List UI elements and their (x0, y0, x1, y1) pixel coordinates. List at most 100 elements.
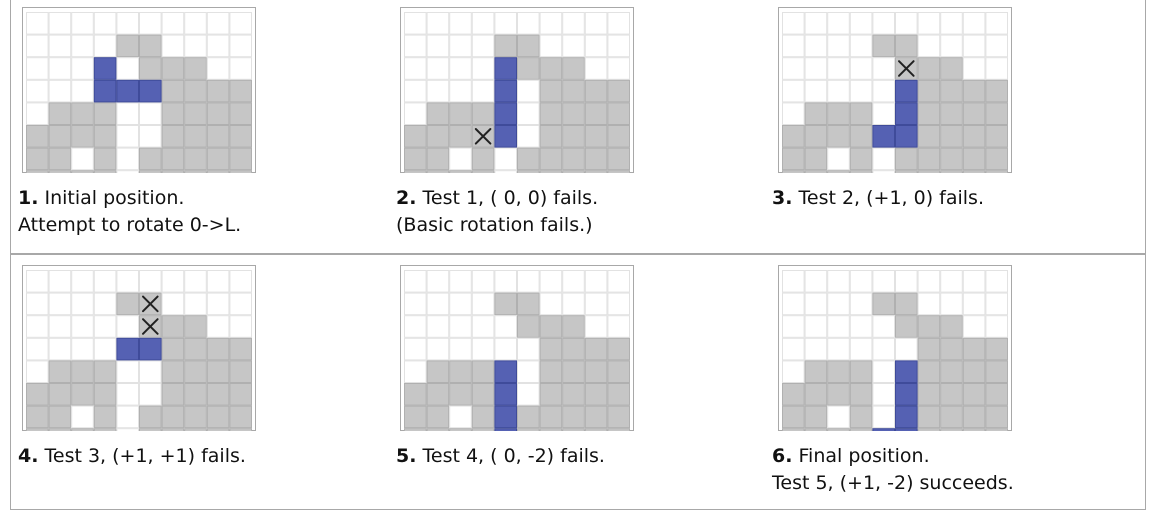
empty-cell (494, 170, 518, 173)
empty-cell (872, 79, 896, 103)
empty-cell (139, 270, 162, 293)
empty-cell (782, 12, 805, 35)
empty-cell (471, 34, 495, 58)
filled-cell (161, 360, 185, 384)
filled-cell (48, 360, 72, 384)
empty-cell (849, 337, 873, 361)
filled-cell (184, 337, 207, 361)
caption-2: 2. Test 1, ( 0, 0) fails. (Basic rotatio… (396, 185, 598, 239)
empty-cell (206, 57, 230, 80)
filled-cell (229, 102, 252, 126)
empty-cell (539, 34, 563, 58)
filled-cell (426, 125, 450, 148)
filled-cell (404, 170, 427, 173)
empty-cell (517, 270, 540, 293)
filled-cell (494, 34, 518, 58)
empty-cell (426, 79, 450, 103)
empty-cell (872, 315, 896, 338)
filled-cell (584, 79, 608, 103)
empty-cell (404, 79, 427, 103)
filled-cell (206, 428, 230, 431)
empty-cell (26, 102, 49, 126)
filled-cell (229, 147, 252, 171)
filled-cell (607, 383, 630, 406)
caption-number: 3. (772, 187, 793, 209)
empty-cell (93, 315, 117, 338)
caption-text: Test 3, (+1, +1) fails. (44, 445, 246, 467)
filled-cell (449, 125, 472, 148)
filled-cell (48, 125, 72, 148)
caption-4: 4. Test 3, (+1, +1) fails. (18, 443, 246, 470)
filled-cell (426, 102, 450, 126)
filled-cell (229, 79, 252, 103)
empty-cell (71, 337, 94, 361)
filled-cell (184, 125, 207, 148)
filled-cell (229, 125, 252, 148)
empty-cell (116, 125, 140, 148)
filled-cell (206, 383, 230, 406)
filled-cell (229, 405, 252, 429)
empty-cell (584, 270, 608, 293)
filled-cell (962, 147, 986, 171)
empty-cell (184, 34, 207, 58)
piece-cell (139, 79, 162, 103)
filled-cell (849, 170, 873, 173)
empty-cell (184, 292, 207, 316)
empty-cell (494, 270, 518, 293)
filled-cell (449, 170, 472, 173)
empty-cell (184, 270, 207, 293)
empty-cell (93, 12, 117, 35)
piece-cell (895, 405, 918, 429)
filled-cell (161, 405, 185, 429)
empty-cell (782, 102, 805, 126)
filled-cell (93, 147, 117, 171)
filled-cell (26, 428, 49, 431)
empty-cell (494, 337, 518, 361)
filled-cell (161, 428, 185, 431)
caption-line2: Test 5, (+1, -2) succeeds. (772, 472, 1014, 494)
empty-cell (139, 383, 162, 406)
empty-cell (985, 34, 1008, 58)
empty-cell (494, 315, 518, 338)
filled-cell (206, 337, 230, 361)
filled-cell (962, 170, 986, 173)
empty-cell (607, 270, 630, 293)
filled-cell (139, 170, 162, 173)
filled-cell (562, 125, 585, 148)
empty-cell (71, 34, 94, 58)
filled-cell (872, 34, 896, 58)
filled-cell (48, 405, 72, 429)
empty-cell (404, 12, 427, 35)
empty-cell (71, 12, 94, 35)
empty-cell (26, 79, 49, 103)
empty-cell (962, 292, 986, 316)
filled-cell (917, 315, 941, 338)
caption-line2: Attempt to rotate 0->L. (18, 214, 242, 236)
filled-cell (184, 360, 207, 384)
empty-cell (184, 12, 207, 35)
filled-cell (206, 170, 230, 173)
empty-cell (917, 292, 941, 316)
empty-cell (139, 12, 162, 35)
filled-cell (517, 57, 540, 80)
empty-cell (562, 34, 585, 58)
empty-cell (93, 337, 117, 361)
filled-cell (584, 337, 608, 361)
empty-cell (827, 270, 850, 293)
empty-cell (562, 270, 585, 293)
filled-cell (562, 170, 585, 173)
empty-cell (872, 12, 896, 35)
empty-cell (827, 34, 850, 58)
filled-cell (139, 405, 162, 429)
filled-cell (26, 170, 49, 173)
filled-cell (184, 147, 207, 171)
filled-cell (229, 337, 252, 361)
filled-cell (471, 147, 495, 171)
filled-cell (849, 360, 873, 384)
empty-cell (449, 34, 472, 58)
filled-cell (607, 125, 630, 148)
filled-cell (985, 405, 1008, 429)
empty-cell (71, 405, 94, 429)
filled-cell (184, 57, 207, 80)
filled-cell (494, 292, 518, 316)
